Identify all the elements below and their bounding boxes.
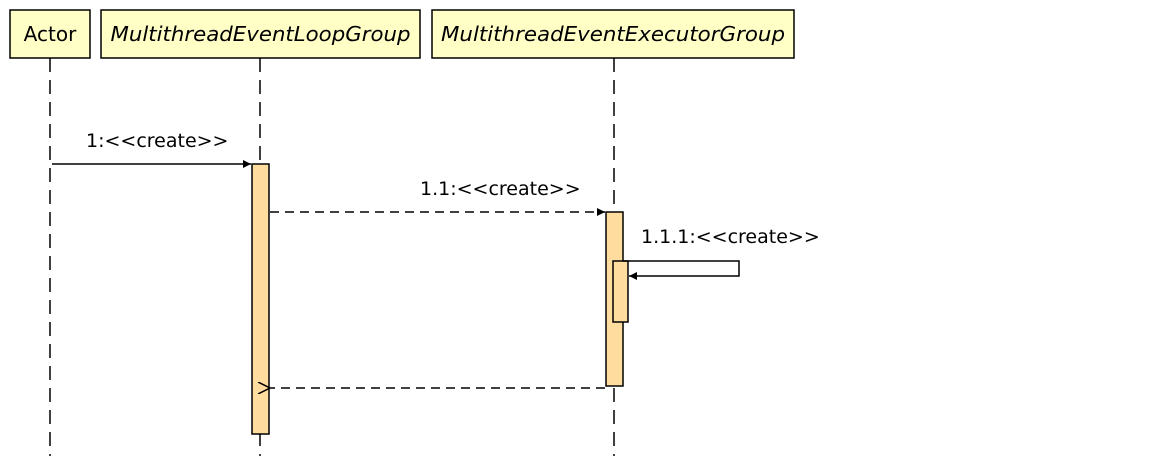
message-create-1-1-1[interactable]: 1.1.1:<<create>> bbox=[623, 226, 820, 280]
participant-multithread-event-loop-group[interactable]: MultithreadEventLoopGroup bbox=[100, 9, 421, 59]
participant-actor-label: Actor bbox=[24, 22, 77, 46]
participant-multithread-event-executor-group[interactable]: MultithreadEventExecutorGroup bbox=[431, 9, 795, 59]
message-create-1-label: 1:<<create>> bbox=[86, 130, 228, 152]
participant-loop-group-label: MultithreadEventLoopGroup bbox=[111, 22, 411, 46]
message-create-1-1-1-label: 1.1.1:<<create>> bbox=[641, 226, 820, 248]
participant-actor[interactable]: Actor bbox=[9, 9, 91, 59]
message-create-1-1[interactable]: 1.1:<<create>> bbox=[270, 178, 605, 216]
message-create-1[interactable]: 1:<<create>> bbox=[52, 130, 251, 168]
activation-executor-group-nested bbox=[612, 260, 629, 323]
message-create-1-1-label: 1.1:<<create>> bbox=[420, 178, 581, 200]
participant-executor-group-label: MultithreadEventExecutorGroup bbox=[441, 22, 785, 46]
activation-loop-group bbox=[251, 163, 270, 435]
